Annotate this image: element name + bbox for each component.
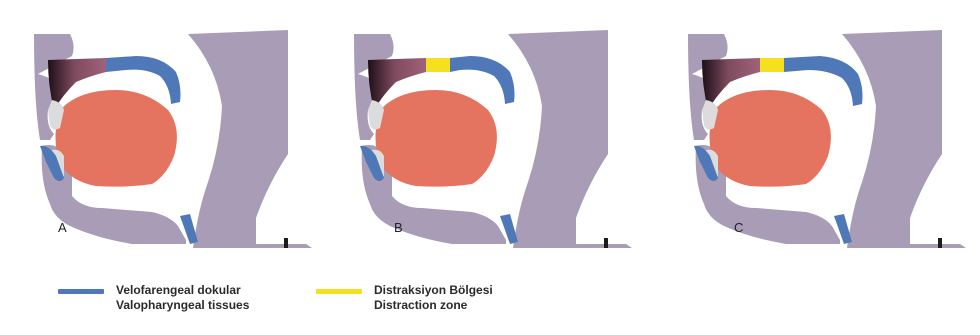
distraction-zone: [426, 58, 450, 72]
panel-label-a: A: [58, 220, 67, 235]
legend-label-en: Distraction zone: [374, 298, 493, 313]
legend-swatch-yellow: [316, 289, 362, 294]
distraction-zone: [760, 58, 784, 72]
panel-a: A: [34, 30, 312, 248]
legend-velopharyngeal: Velofarengeal dokular Valopharyngeal tis…: [58, 283, 249, 313]
panel-label-c: C: [734, 220, 743, 235]
panel-c: C: [688, 30, 966, 248]
panel-label-b: B: [394, 220, 403, 235]
legend-label-en: Valopharyngeal tissues: [116, 298, 249, 313]
legend-swatch-blue: [58, 289, 104, 294]
legend-distraction: Distraksiyon Bölgesi Distraction zone: [316, 283, 493, 313]
legend-label-tr: Velofarengeal dokular: [116, 283, 249, 298]
legend-label-tr: Distraksiyon Bölgesi: [374, 283, 493, 298]
panel-b: B: [354, 30, 632, 248]
